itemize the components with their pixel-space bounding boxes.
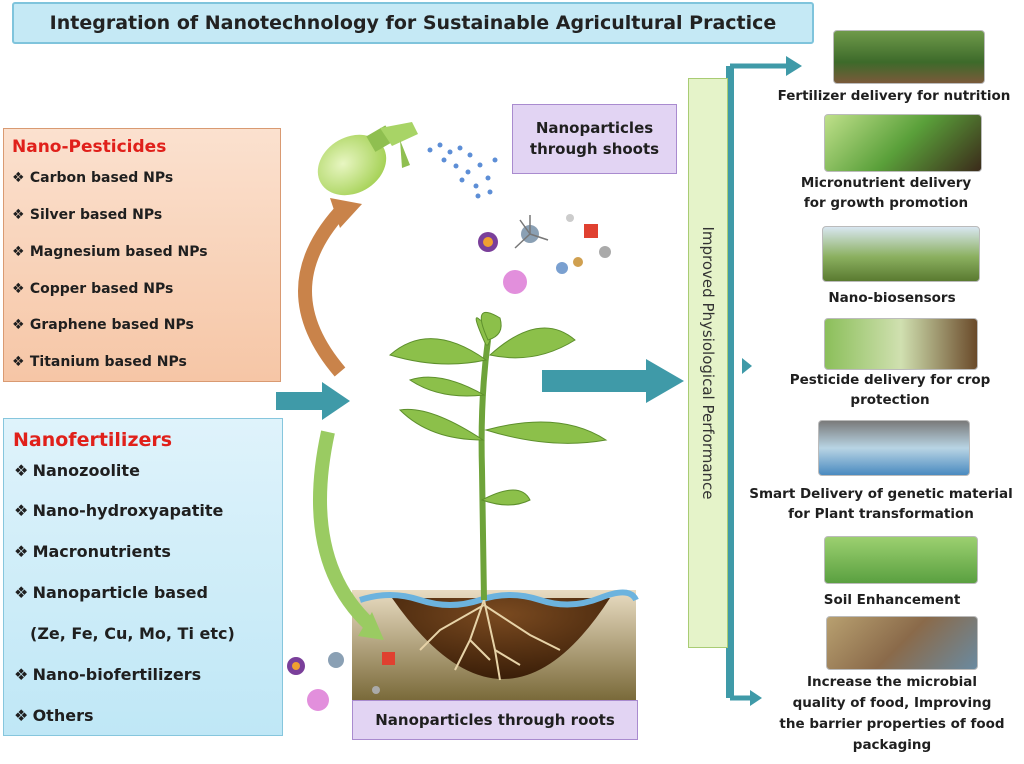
bullet-icon: ❖ bbox=[14, 706, 29, 725]
app-label-soil: Soil Enhancement bbox=[823, 592, 961, 608]
green-curved-arrow bbox=[313, 430, 375, 631]
pesticide-item: ❖ Graphene based NPs bbox=[12, 317, 194, 333]
roots bbox=[419, 599, 561, 681]
shoots-label: Nanoparticles through shoots bbox=[512, 104, 677, 174]
spray-bottle bbox=[317, 122, 418, 196]
app-label-fertilizer: Fertilizer delivery for nutrition bbox=[777, 88, 1011, 104]
shoots-label-line2: through shoots bbox=[529, 140, 660, 158]
fertilizer-item: ❖ Nanoparticle based bbox=[14, 583, 208, 602]
fertilizer-item-detail: (Ze, Fe, Cu, Mo, Ti etc) bbox=[30, 624, 235, 643]
nano-pesticides-panel: Nano-Pesticides ❖ Carbon based NPs ❖ Sil… bbox=[3, 128, 281, 382]
nanofertilizers-heading: Nanofertilizers bbox=[13, 429, 173, 451]
teal-arrow-right bbox=[542, 359, 684, 403]
fertilizer-item: ❖ Others bbox=[14, 706, 94, 725]
pesticide-photo bbox=[824, 318, 978, 370]
pesticide-item: ❖ Titanium based NPs bbox=[12, 354, 187, 370]
orange-curved-arrow bbox=[298, 207, 346, 377]
bullet-icon: ❖ bbox=[14, 542, 29, 561]
bullet-icon: ❖ bbox=[14, 501, 29, 520]
bullet-icon: ❖ bbox=[14, 583, 29, 602]
bullet-icon: ❖ bbox=[12, 207, 25, 223]
spray-droplets bbox=[427, 142, 498, 199]
branch-arrows bbox=[726, 56, 802, 706]
pesticide-item: ❖ Carbon based NPs bbox=[12, 170, 174, 186]
performance-panel: Improved Physiological Performance bbox=[688, 78, 728, 648]
pesticide-item: ❖ Copper based NPs bbox=[12, 281, 174, 297]
bullet-icon: ❖ bbox=[12, 170, 25, 186]
food-packaging-photo bbox=[826, 616, 978, 670]
nanoparticles-roots bbox=[287, 652, 395, 711]
bullet-icon: ❖ bbox=[14, 665, 29, 684]
roots-label: Nanoparticles through roots bbox=[352, 700, 638, 740]
fertilizer-item: ❖ Nano-biofertilizers bbox=[14, 665, 202, 684]
pesticide-item: ❖ Magnesium based NPs bbox=[12, 244, 208, 260]
pesticide-item: ❖ Silver based NPs bbox=[12, 207, 163, 223]
soil-photo bbox=[824, 536, 978, 584]
nano-pesticides-heading: Nano-Pesticides bbox=[12, 137, 167, 157]
nanofertilizers-panel: Nanofertilizers ❖ Nanozoolite ❖ Nano-hyd… bbox=[3, 418, 283, 736]
app-label-biosensors: Nano-biosensors bbox=[828, 290, 956, 306]
micronutrient-photo bbox=[824, 114, 982, 172]
plant-leaves bbox=[388, 312, 608, 506]
fertilizer-photo bbox=[833, 30, 985, 84]
teal-arrow-left bbox=[276, 382, 350, 420]
bullet-icon: ❖ bbox=[12, 244, 25, 260]
fertilizer-item: ❖ Macronutrients bbox=[14, 542, 171, 561]
genetic-delivery-photo bbox=[818, 420, 970, 476]
bullet-icon: ❖ bbox=[12, 281, 25, 297]
performance-label: Improved Physiological Performance bbox=[699, 226, 717, 500]
shoots-label-line1: Nanoparticles bbox=[535, 119, 654, 137]
diagram-title: Integration of Nanotechnology for Sustai… bbox=[12, 2, 814, 44]
biosensor-photo bbox=[822, 226, 980, 282]
water-layer bbox=[359, 589, 639, 608]
plant-stem bbox=[478, 339, 491, 601]
bullet-icon: ❖ bbox=[12, 317, 25, 333]
soil-pot bbox=[392, 598, 610, 679]
nanoparticles-shoots bbox=[478, 214, 611, 294]
fertilizer-item: ❖ Nano-hydroxyapatite bbox=[14, 501, 224, 520]
bullet-icon: ❖ bbox=[12, 354, 25, 370]
bullet-icon: ❖ bbox=[14, 461, 29, 480]
fertilizer-item: ❖ Nanozoolite bbox=[14, 461, 140, 480]
